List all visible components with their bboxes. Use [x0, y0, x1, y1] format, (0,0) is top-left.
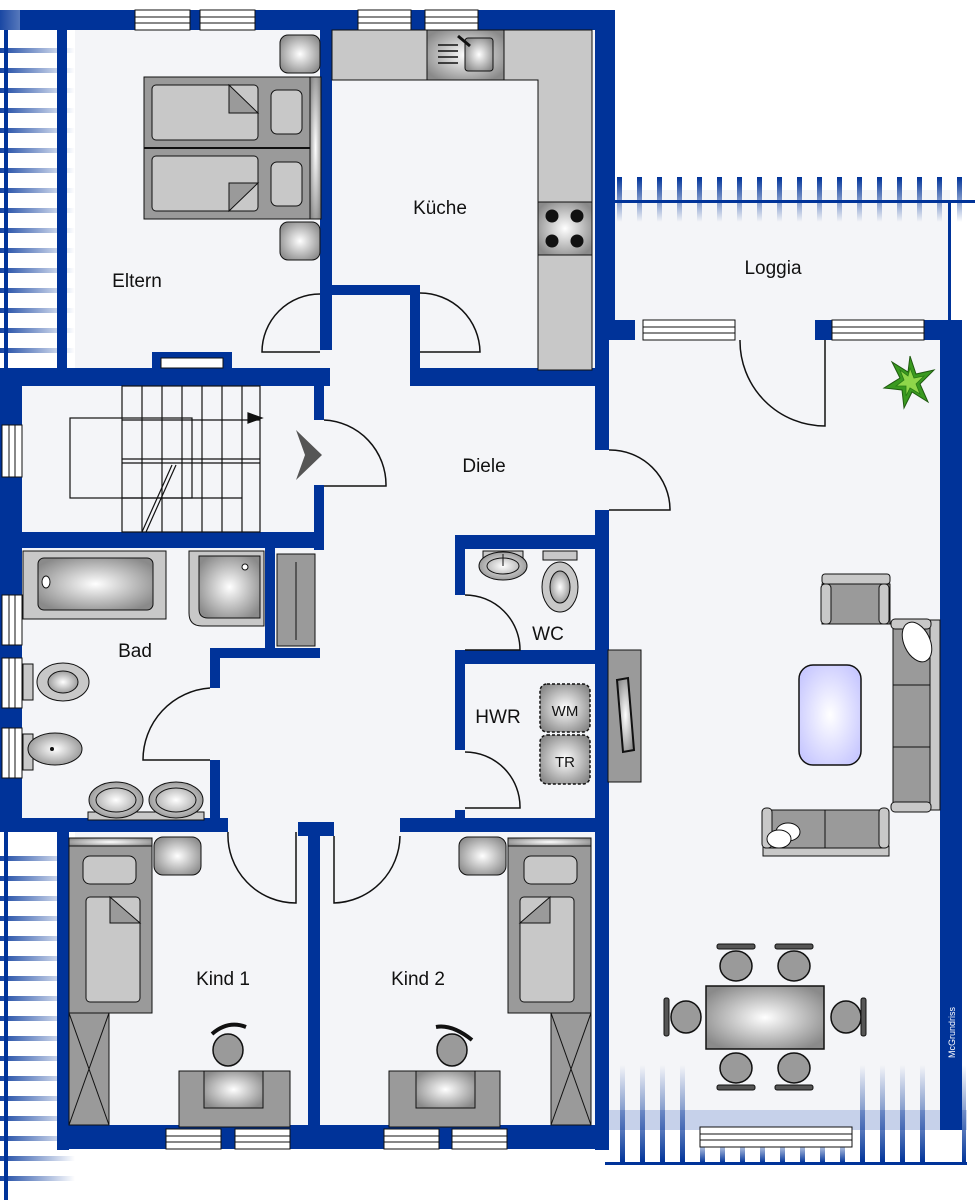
label-diele: Diele: [462, 456, 505, 477]
door-loggia: [739, 339, 826, 427]
window-kueche: [357, 9, 479, 31]
sofa-bottom: [761, 807, 890, 857]
dining-set: [663, 943, 867, 1091]
washing-machine: WM: [539, 683, 591, 733]
bed-kind2: [507, 837, 592, 1014]
tr-label: TR: [555, 754, 575, 771]
kitchen-counter: [331, 29, 593, 371]
living-railing-bottom: [605, 1065, 967, 1165]
nightstand-1: [279, 34, 321, 74]
label-bad: Bad: [118, 641, 152, 662]
coffee-table: [798, 664, 862, 766]
plant-icon: [882, 355, 936, 410]
label-wc: WC: [532, 624, 564, 645]
door-living: [608, 449, 671, 511]
entry-arrow-icon: [296, 430, 322, 480]
desk-kind2: [388, 1024, 501, 1128]
window-stairwell-left: [1, 424, 23, 478]
label-kind2: Kind 2: [391, 969, 445, 990]
credit-label: McGrundriss: [947, 1006, 957, 1058]
stove: [537, 201, 593, 256]
door-bad: [142, 687, 211, 761]
door-kueche: [419, 292, 481, 353]
wm-label: WM: [552, 703, 579, 720]
bathroom-fixtures: [22, 550, 316, 821]
door-stair: [323, 419, 387, 487]
nightstand-2: [279, 221, 321, 261]
window-loggia-2: [831, 319, 925, 341]
wc-fixtures: [478, 550, 579, 613]
label-eltern: Eltern: [112, 271, 162, 292]
nightstand-kind1: [153, 836, 202, 876]
room-labels: Eltern Küche Loggia Diele Bad WC HWR Kin…: [112, 198, 802, 990]
door-eltern: [261, 293, 321, 353]
label-loggia: Loggia: [744, 258, 801, 279]
nightstand-kind2: [458, 836, 507, 876]
bidet: [22, 732, 83, 771]
double-bed: [143, 76, 322, 220]
door-hwr: [464, 751, 521, 809]
windows: [1, 9, 925, 1150]
window-loggia-1: [642, 319, 736, 341]
window-stair: [160, 357, 224, 369]
bed-kind1: [68, 837, 153, 1014]
window-bad-2: [1, 657, 23, 709]
staircase: [69, 385, 264, 533]
label-kueche: Küche: [413, 198, 467, 219]
door-kind2: [333, 835, 401, 904]
wardrobe-kind2: [550, 1012, 592, 1126]
desk-kind1: [178, 1022, 291, 1128]
door-wc: [464, 594, 521, 651]
window-bad-3: [1, 727, 23, 779]
window-living-south: [699, 1126, 853, 1148]
label-hwr: HWR: [475, 707, 520, 728]
dryer: TR: [539, 734, 591, 785]
label-kind1: Kind 1: [196, 969, 250, 990]
sofa-right: [890, 618, 941, 813]
door-kind1: [227, 831, 297, 904]
toilet-bad: [22, 662, 90, 702]
doors[interactable]: [142, 292, 826, 904]
double-sink: [87, 781, 205, 821]
tv-unit: [607, 649, 642, 783]
window-kind1: [165, 1128, 291, 1150]
window-kind2: [383, 1128, 508, 1150]
window-bad-1: [1, 594, 23, 646]
wardrobe-kind1: [68, 1012, 110, 1126]
armchair: [820, 573, 891, 625]
window-eltern: [134, 9, 256, 31]
loggia-railing: [605, 177, 975, 320]
